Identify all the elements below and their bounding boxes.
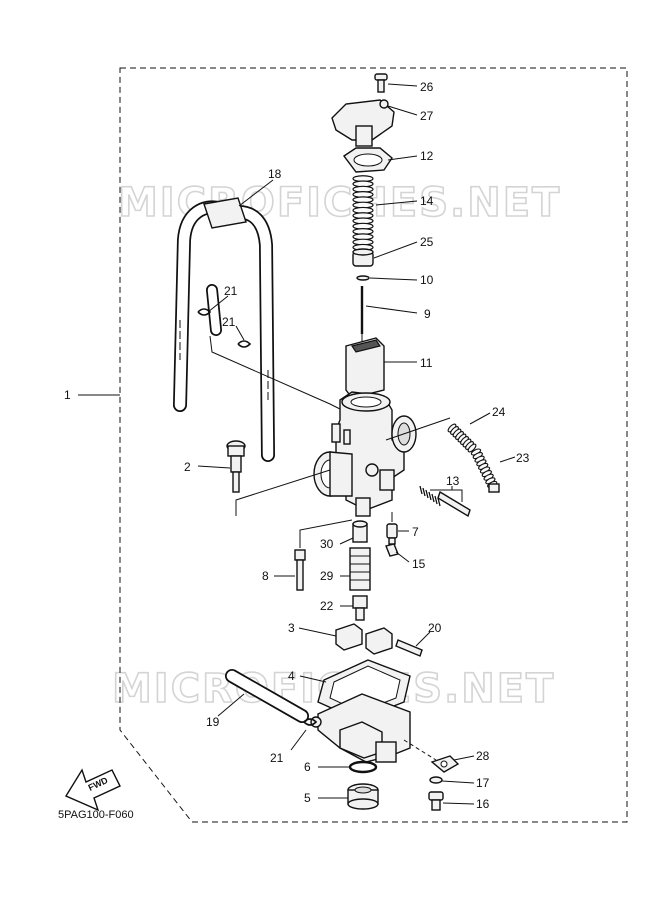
callout-26: 26 <box>420 80 434 94</box>
part-19-overflow-hose <box>225 669 309 723</box>
part-25-needle-holder <box>352 248 374 267</box>
part-23-throttle-stop-screw <box>470 448 500 493</box>
assembly-boundary <box>119 67 628 823</box>
callout-27: 27 <box>420 109 434 123</box>
part-7-starter-plunger <box>386 523 398 545</box>
part-12-gasket <box>342 147 393 173</box>
callout-11: 11 <box>420 356 433 370</box>
part-float-bowl <box>310 693 411 763</box>
part-17-washer <box>429 776 443 784</box>
part-21-clip-upper <box>197 308 212 316</box>
callout-16: 16 <box>476 797 490 811</box>
callout-4: 4 <box>288 669 295 683</box>
callout-22: 22 <box>320 599 334 613</box>
callout-23: 23 <box>516 451 530 465</box>
part-24-spring <box>447 423 477 453</box>
callout-8: 8 <box>262 569 269 583</box>
part-16-bolt <box>428 791 444 811</box>
fwd-arrow: FWD <box>64 768 121 812</box>
part-11-throttle-valve <box>345 337 385 399</box>
part-3-float <box>335 623 393 655</box>
callout-28: 28 <box>476 749 490 763</box>
part-14-spring <box>352 175 374 251</box>
part-5-drain-plug <box>347 783 379 810</box>
callout-6: 6 <box>304 760 311 774</box>
callout-18: 18 <box>268 167 282 181</box>
callout-1: 1 <box>64 388 71 402</box>
callout-12: 12 <box>420 149 434 163</box>
part-22-main-jet <box>352 595 368 621</box>
callout-9: 9 <box>424 307 431 321</box>
callout-2: 2 <box>184 460 191 474</box>
part-15-clip <box>385 543 399 557</box>
callout-10: 10 <box>420 273 434 287</box>
callout-7: 7 <box>412 525 419 539</box>
part-1-carburetor-body <box>313 391 417 517</box>
callout-21-middle: 21 <box>222 315 236 329</box>
part-13-screw-assembly <box>419 485 471 518</box>
part-10-clip <box>356 275 370 281</box>
diagram-code: 5PAG100-F060 <box>58 809 134 821</box>
part-18-vent-hose <box>173 197 275 462</box>
callout-3: 3 <box>288 621 295 635</box>
callout-24: 24 <box>492 405 506 419</box>
part-26-screw <box>374 73 388 93</box>
callout-14: 14 <box>420 194 434 208</box>
part-27-top-cap <box>331 99 395 147</box>
callout-25: 25 <box>420 235 434 249</box>
callout-21-lower: 21 <box>270 751 284 765</box>
part-6-o-ring <box>348 760 378 774</box>
callout-30: 30 <box>320 537 334 551</box>
part-30-needle-jet <box>352 520 368 543</box>
callout-15: 15 <box>412 557 426 571</box>
part-29-needle-jet-body <box>349 547 371 591</box>
callout-5: 5 <box>304 791 311 805</box>
part-20-float-pin <box>395 639 423 657</box>
part-8-pilot-jet <box>294 549 306 591</box>
callout-20: 20 <box>428 621 442 635</box>
callout-21-upper: 21 <box>224 284 238 298</box>
callout-labels: 1 2 3 4 5 6 7 8 9 10 11 12 13 14 15 16 1… <box>64 80 530 811</box>
callout-19: 19 <box>206 715 220 729</box>
part-21-clip-middle <box>237 340 252 348</box>
callout-29: 29 <box>320 569 334 583</box>
callout-13: 13 <box>446 474 460 488</box>
part-2-pilot-air-screw <box>226 440 246 493</box>
part-21-clip-lower <box>303 718 318 726</box>
part-28-bracket <box>430 755 460 773</box>
callout-17: 17 <box>476 776 490 790</box>
